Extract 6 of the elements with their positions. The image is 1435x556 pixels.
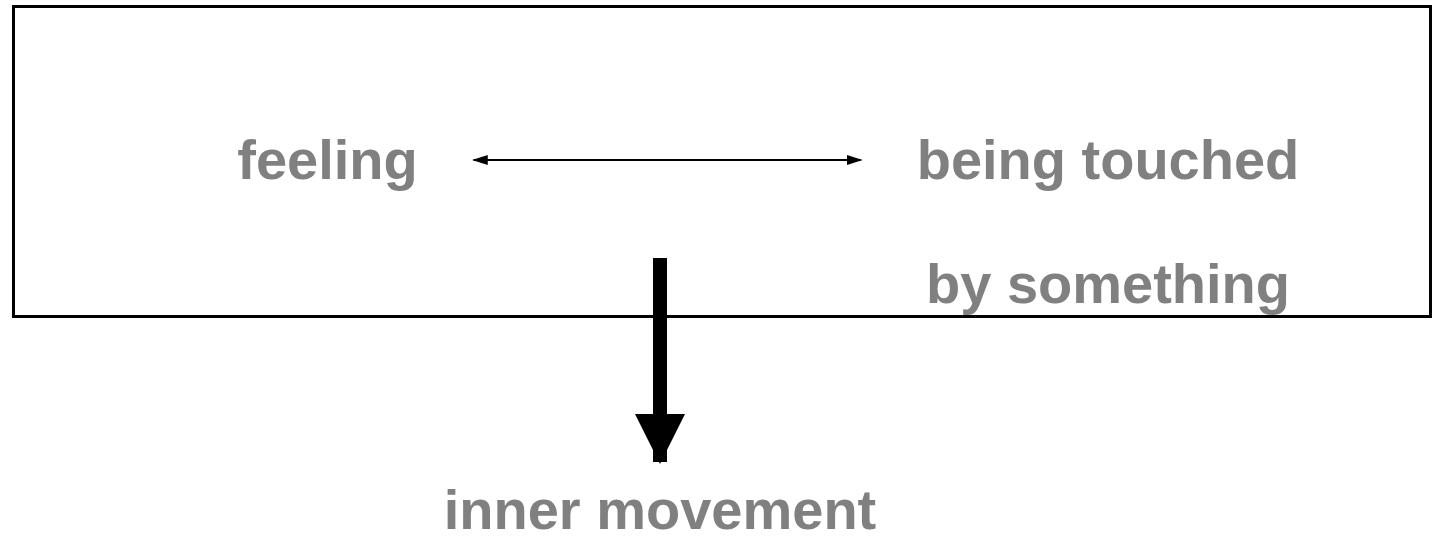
arrow [635,258,685,464]
concept-label: feeling [190,98,465,222]
arrow [471,155,863,165]
concept-label: being touched by something [898,98,1318,346]
concept-label: inner movement [360,448,960,556]
frame-box [12,5,1432,318]
